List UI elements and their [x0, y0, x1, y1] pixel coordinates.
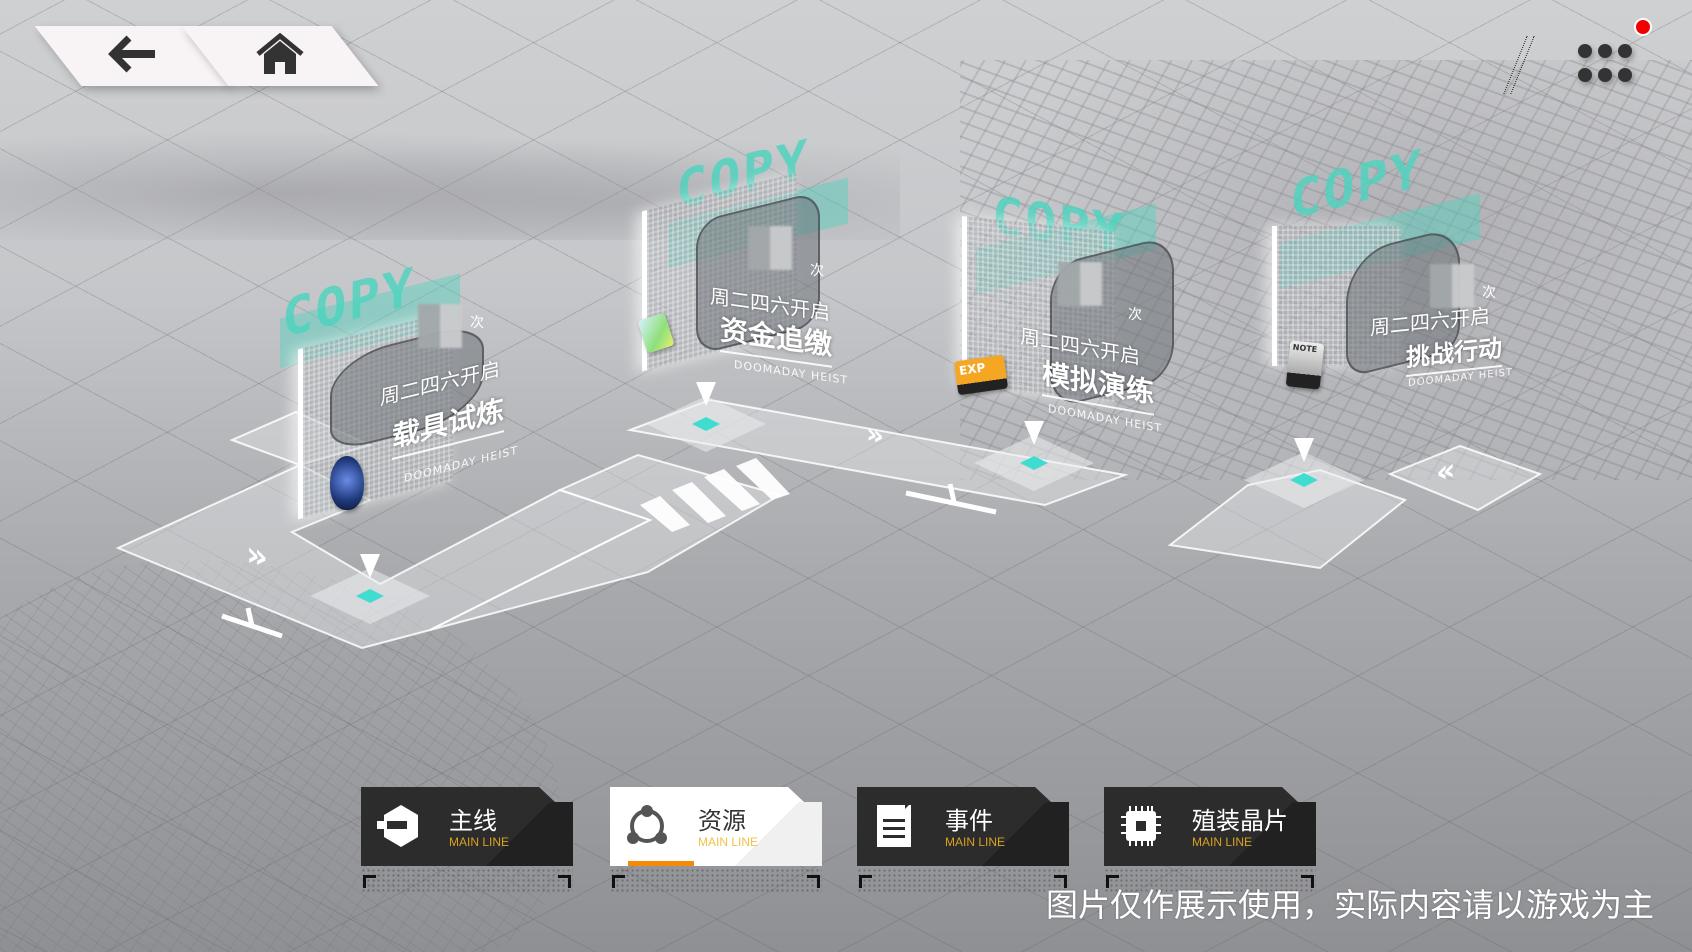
arrow-left-icon	[107, 34, 159, 78]
tab-label: 事件	[945, 807, 993, 835]
tab-sub-label: MAIN LINE	[698, 835, 759, 849]
note-card-label: NOTE	[1292, 342, 1318, 355]
tab-sub-label: MAIN LINE	[449, 835, 510, 849]
tab-events[interactable]: 事件 MAIN LINE	[857, 787, 1069, 892]
path-segment-3	[229, 410, 373, 467]
dot	[1618, 67, 1632, 82]
corner-bracket	[859, 875, 872, 888]
chip-icon	[1118, 803, 1164, 849]
tab-label: 主线	[449, 807, 497, 835]
menu-button[interactable]	[1578, 44, 1636, 84]
tab-label: 殖装晶片	[1192, 807, 1288, 835]
tab-shadow-dots	[857, 868, 1069, 892]
dot	[1618, 44, 1632, 58]
stage-card-vehicle-trial[interactable]: COPY 次 周二四六开启 载具试炼 DOOMADAY HEIST	[270, 250, 518, 520]
tab-label: 资源	[698, 807, 746, 835]
dot	[1598, 44, 1612, 58]
disclaimer-text: 图片仅作展示使用，实际内容请以游戏为主	[1046, 886, 1655, 924]
corner-bracket	[1054, 875, 1067, 888]
path-back-arrow: «	[1436, 451, 1456, 492]
count-blurred	[748, 226, 792, 270]
corner-bracket	[807, 875, 820, 888]
count-suffix: 次	[470, 315, 484, 331]
back-button[interactable]	[34, 26, 232, 86]
active-tab-indicator	[628, 861, 694, 866]
stage-card-simulation-drill[interactable]: COPY 次 周二四六开启 模拟演练 DOOMADAY HEIST EXP	[953, 180, 1180, 435]
stage-card-fund-recovery[interactable]: COPY 次 周二四六开启 资金追缴 DOOMADAY HEIST	[637, 129, 860, 390]
count-suffix: 次	[1482, 285, 1496, 301]
tab-implant-chips[interactable]: 殖装晶片 MAIN LINE	[1104, 787, 1316, 892]
exp-card-label: EXP	[958, 360, 987, 378]
crystal-egg-icon	[330, 456, 364, 510]
hazard-stripes	[640, 458, 790, 532]
tab-sub-label: MAIN LINE	[1192, 835, 1253, 849]
home-icon	[254, 32, 306, 80]
corner-bracket	[558, 875, 571, 888]
dot	[1578, 67, 1592, 82]
tab-shadow-dots	[361, 868, 573, 892]
resource-network-icon	[624, 803, 670, 849]
stage-nodes	[310, 382, 1364, 624]
document-icon	[871, 803, 917, 849]
note-card-icon: NOTE	[1285, 340, 1325, 390]
exp-card-icon: EXP	[953, 354, 1009, 396]
corner-bracket	[363, 875, 376, 888]
path-segment-5	[1167, 468, 1408, 570]
tab-sub-label: MAIN LINE	[945, 835, 1006, 849]
corner-bracket	[1301, 875, 1314, 888]
corner-bracket	[1106, 875, 1119, 888]
corner-bracket	[612, 875, 625, 888]
tab-main-line[interactable]: 主线 MAIN LINE	[361, 787, 573, 892]
tab-shadow-dots	[1104, 868, 1316, 892]
path-forward-arrow-2: »	[866, 415, 885, 454]
count-suffix: 次	[810, 263, 824, 279]
path-forward-arrow-1: »	[246, 533, 268, 579]
home-button[interactable]	[181, 26, 379, 86]
notification-badge	[1634, 18, 1652, 36]
dot	[1598, 67, 1612, 82]
hexagon-key-icon	[375, 803, 421, 849]
count-blurred	[418, 304, 462, 348]
count-blurred	[1430, 264, 1474, 308]
tab-shadow-dots	[610, 868, 822, 892]
tab-resources[interactable]: 资源 MAIN LINE	[610, 787, 822, 892]
grid-dots-icon	[1578, 44, 1592, 58]
path-segment-6	[1387, 444, 1543, 512]
stage-card-challenge-operation[interactable]: COPY 次 周二四六开启 挑战行动 DOOMADAY HEIST NOTE	[1270, 139, 1513, 410]
t-markers	[221, 483, 997, 639]
count-blurred	[1058, 262, 1102, 306]
count-suffix: 次	[1128, 307, 1142, 323]
